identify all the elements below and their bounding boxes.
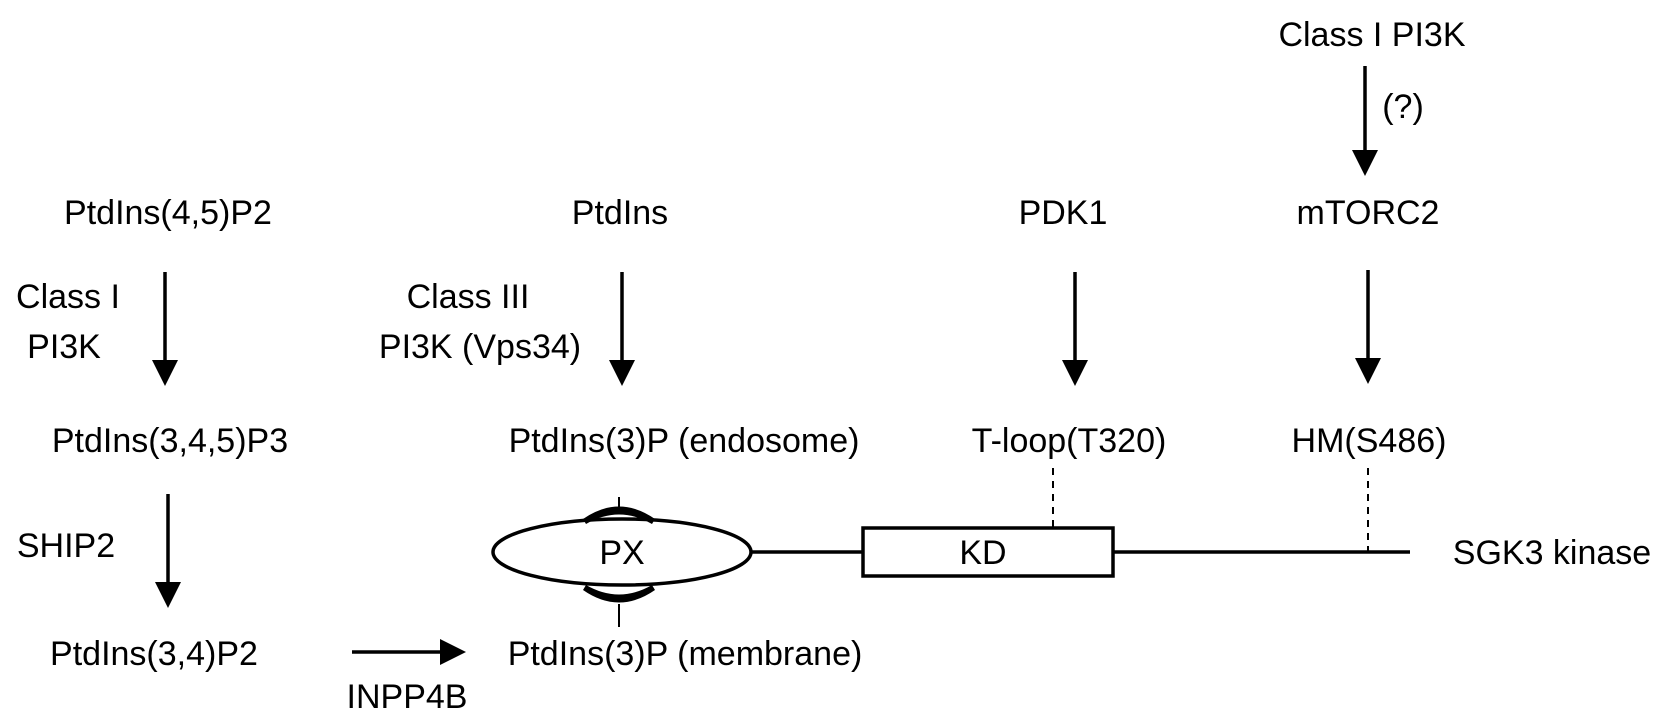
arrow-pip3-to-pi34p2 bbox=[155, 494, 181, 608]
arrow-class1-to-mtorc2 bbox=[1352, 66, 1378, 176]
ship2-label: SHIP2 bbox=[17, 527, 115, 565]
arrow-pip2-to-pip3 bbox=[152, 272, 178, 386]
arrow-ptdins-to-pi3p bbox=[609, 272, 635, 386]
pi3p-membrane-label: PtdIns(3)P (membrane) bbox=[508, 635, 863, 673]
px-label: PX bbox=[599, 534, 644, 572]
class1-pi3k-label-line1: Class I bbox=[16, 278, 120, 316]
class3-pi3k-label-line2: PI3K (Vps34) bbox=[379, 328, 581, 366]
arrow-mtorc2-to-hm bbox=[1355, 270, 1381, 384]
arrow-pi34p2-to-pi3p bbox=[352, 639, 466, 665]
pip3-label: PtdIns(3,4,5)P3 bbox=[52, 422, 288, 460]
hm-label: HM(S486) bbox=[1292, 422, 1447, 460]
pdk1-label: PDK1 bbox=[1019, 194, 1108, 232]
pi3p-endosome-label: PtdIns(3)P (endosome) bbox=[509, 422, 860, 460]
sgk3-kinase-label: SGK3 kinase bbox=[1453, 534, 1651, 572]
ptdins-label: PtdIns bbox=[572, 194, 668, 232]
px-binding-bottom bbox=[583, 585, 655, 627]
question-mark-label: (?) bbox=[1382, 88, 1424, 126]
inpp4b-label: INPP4B bbox=[347, 678, 468, 716]
mtorc2-label: mTORC2 bbox=[1297, 194, 1440, 232]
class1-pi3k-label-line2: PI3K bbox=[27, 328, 101, 366]
pi34p2-label: PtdIns(3,4)P2 bbox=[50, 635, 258, 673]
class1-pi3k-top-label: Class I PI3K bbox=[1278, 16, 1465, 54]
px-binding-top bbox=[583, 497, 655, 524]
tloop-label: T-loop(T320) bbox=[972, 422, 1167, 460]
arrow-pdk1-to-tloop bbox=[1062, 272, 1088, 386]
class3-pi3k-label-line1: Class III bbox=[407, 278, 530, 316]
pip2-label: PtdIns(4,5)P2 bbox=[64, 194, 272, 232]
kd-label: KD bbox=[959, 534, 1006, 572]
